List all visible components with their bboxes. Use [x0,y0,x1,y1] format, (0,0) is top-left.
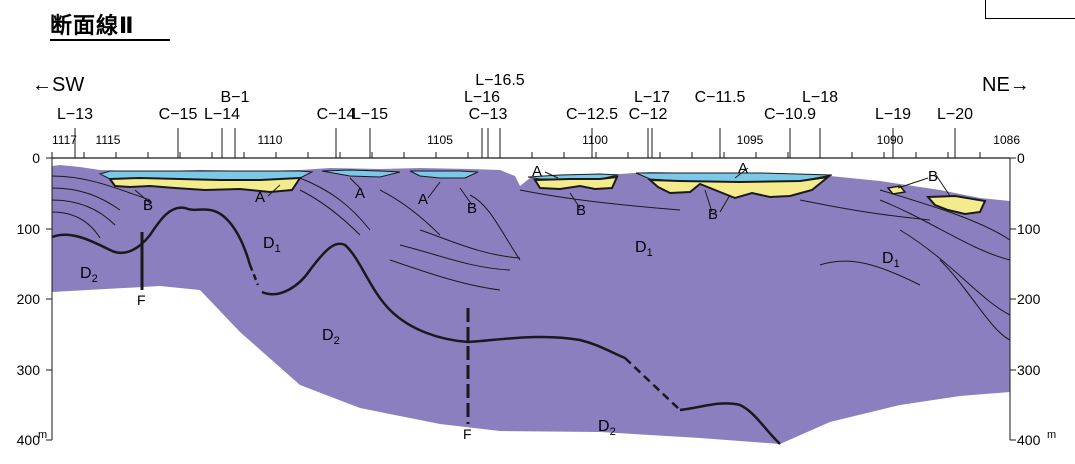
unit-label-d2: D2 [322,327,340,347]
depth-label-left: 300 [17,362,41,378]
borehole-label: L−13 [57,106,93,123]
station-label: 1115 [96,133,121,147]
borehole-label: C−11.5 [695,89,746,106]
d1-d2-contact [51,206,781,445]
borehole-label: C−12 [629,106,668,123]
b-unit-small [886,185,907,195]
bedding-lines [51,175,1011,341]
b-unit-center [533,175,619,191]
fault-label-f: F [463,426,472,442]
b-unit-left [108,176,302,194]
unit-label-a: A [532,163,542,180]
unit-label-d2: D2 [598,418,616,438]
b-unit-right [647,175,832,200]
unit-label-d2: D2 [80,265,98,285]
borehole-label: C−12.5 [566,106,618,123]
depth-label-right: 300 [1017,362,1041,378]
label-leaders [134,167,951,213]
borehole-label: L−16.5 [475,72,524,89]
title-underline [50,39,170,41]
station-label: 1105 [427,133,453,147]
unit-label-b: B [467,200,477,217]
unit-label-d1: D1 [263,235,281,255]
depth-unit-right: m [1047,429,1056,441]
unit-label-d1: D1 [635,239,653,259]
unit-label-a: A [255,189,265,206]
unit-label-b: B [708,206,718,223]
a-unit-mid-basin [321,169,401,178]
depth-label-right: 200 [1017,291,1041,307]
depth-label-right: 0 [1017,150,1025,166]
station-ticks [51,152,981,158]
fault-label-f: F [137,292,146,308]
depth-label-left: 400 [17,432,41,448]
unit-label-b: B [576,202,586,219]
unit-label-b: B [143,197,153,214]
unit-label-a: A [355,185,365,202]
unit-label-a: A [418,191,428,208]
borehole-label: L−19 [875,106,911,123]
direction-ne-label: NE→ [982,74,1030,96]
borehole-label: C−10.9 [764,106,816,123]
borehole-label: C−14 [317,106,356,123]
b-unit-east [925,194,987,216]
borehole-label: L−17 [634,89,670,106]
station-label: 1090 [877,133,904,147]
direction-sw-label: ←SW [32,74,84,96]
borehole-markers: L−13 C−15 L−14B−1C−14L−15 L−16.5L−16C−13 C−1… [57,72,973,158]
borehole-label: C−15 [159,106,198,123]
depth-label-right: 400 [1017,432,1041,448]
depth-unit-left: m [38,429,47,441]
corner-frame [985,0,1075,19]
station-label: 1095 [737,133,764,147]
depth-label-right: 100 [1017,221,1041,237]
borehole-label: B−1 [221,89,250,106]
borehole-label: L−16 [464,89,500,106]
depth-label-left: 200 [17,291,41,307]
a-unit-mid2-basin [409,170,479,179]
unit-label-b: B [928,168,938,185]
d-unit-body [52,165,1010,444]
borehole-label: L−18 [802,89,838,106]
unit-label-d1: D1 [882,250,900,270]
depth-label-left: 0 [32,150,40,166]
station-labels: 1117 1115 1110 1105 1100 1095 1090 1086 [52,133,1020,147]
section-title: 断面線Ⅱ [50,14,135,39]
station-label: 1100 [582,133,608,147]
borehole-label: L−15 [352,106,388,123]
station-label: 1117 [52,133,77,147]
borehole-label: L−14 [204,106,240,123]
unit-label-a: A [738,160,748,177]
station-label: 1110 [258,133,283,147]
borehole-label: L−20 [937,106,973,123]
station-label: 1086 [993,133,1020,147]
borehole-label: C−13 [469,106,508,123]
depth-label-left: 100 [17,221,41,237]
